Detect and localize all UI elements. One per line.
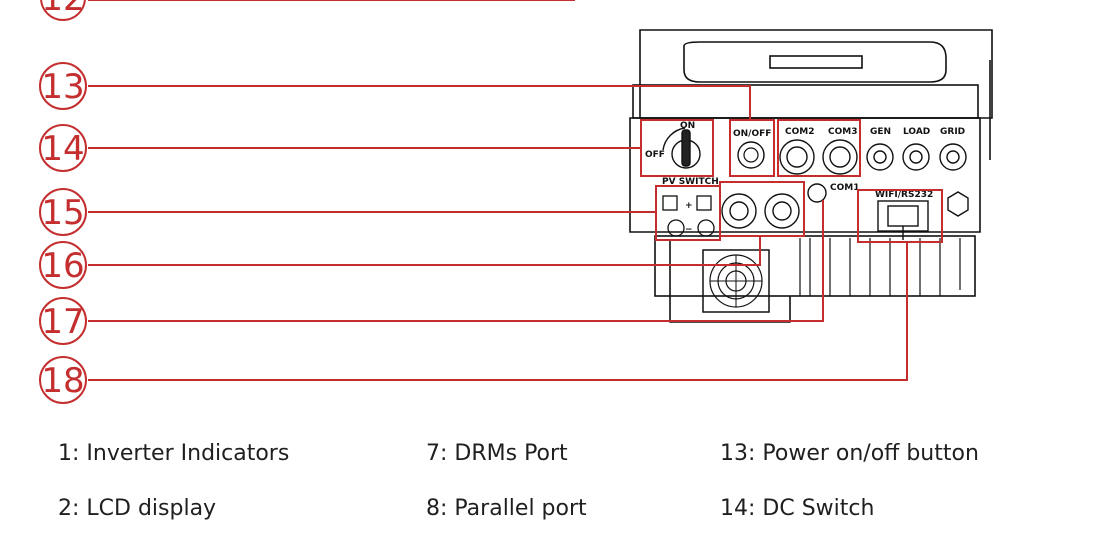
dc-switch-off-label: OFF [645,150,665,160]
fan-icon [702,249,770,313]
callout-number: 18 [41,361,84,401]
leader-lines [88,0,908,381]
pv-switch-label: PV SWITCH [662,177,719,187]
legend-item-8: 8: Parallel port [426,496,587,521]
on-off-button-icon [737,141,765,169]
callout-16: 16 [39,241,87,289]
callout-number: 13 [41,67,84,107]
callout-18: 18 [39,356,87,404]
highlight-boxes [640,119,943,243]
dc-switch-icon [662,127,701,169]
wifi-label: WIFI/RS232 [875,190,933,200]
callout-number: 14 [41,129,84,169]
callout-14: 14 [39,124,87,172]
callout-17: 17 [39,297,87,345]
wifi-port-icon [877,200,929,240]
pv-plus-label: + [685,201,693,211]
pv-connectors [662,195,715,237]
callout-number: 12 [41,0,84,19]
callout-number: 16 [41,246,84,286]
callout-12: 12 [40,0,86,21]
load-label: LOAD [903,127,930,137]
legend-item-7: 7: DRMs Port [426,441,568,466]
ac-terminal-icons [866,143,969,217]
com2-label: COM2 [785,127,814,137]
on-off-label: ON/OFF [733,129,771,139]
legend-item-13: 13: Power on/off button [720,441,979,466]
callout-number: 17 [41,302,84,342]
dc-switch-on-label: ON [680,121,695,131]
grid-label: GRID [940,127,965,137]
heat-sink [799,238,961,296]
callout-15: 15 [39,188,87,236]
legend-item-14: 14: DC Switch [720,496,875,521]
com-port-icons [721,139,858,229]
legend-item-1: 1: Inverter Indicators [58,441,290,466]
pv-minus-label: − [685,225,693,235]
gen-label: GEN [870,127,891,137]
com1-label: COM1 [830,183,859,193]
legend-item-2: 2: LCD display [58,496,217,521]
callout-number: 15 [41,193,84,233]
callout-13: 13 [39,62,87,110]
com3-label: COM3 [828,127,857,137]
